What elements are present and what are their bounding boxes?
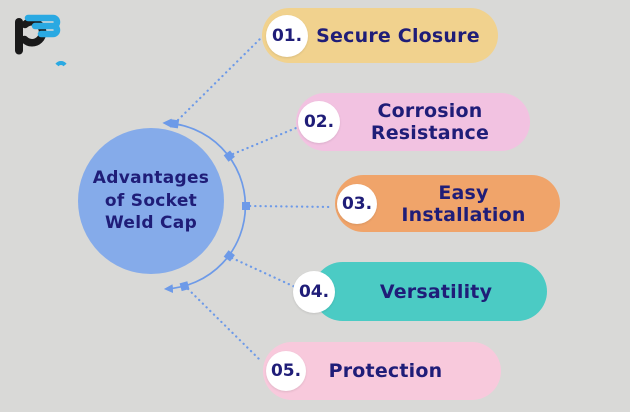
advantage-label-3: Easy Installation [401, 181, 526, 226]
advantage-number-3: 03. [341, 193, 373, 214]
dotted-connector-3 [248, 204, 335, 209]
dotted-connector-1 [176, 35, 264, 122]
advantage-number-4: 04. [298, 281, 330, 302]
advantage-label-2: Corrosion Resistance [370, 100, 490, 144]
advantage-number-badge-5: 05. [266, 351, 306, 391]
advantage-pill-3: 03. Easy Installation [335, 175, 560, 232]
brand-logo [4, 4, 68, 72]
central-topic-title: Advantages of Socket Weld Cap [92, 167, 210, 234]
advantage-pill-1: 01. Secure Closure [262, 8, 498, 63]
advantage-number-badge-2: 02. [298, 101, 340, 143]
logo-letter-m [24, 14, 61, 38]
dotted-connector-2 [231, 126, 298, 156]
advantage-label-5: Protection [328, 360, 443, 382]
arc-node-5 [179, 281, 190, 292]
advantage-label-1: Secure Closure [316, 24, 480, 47]
advantage-number-badge-3: 03. [337, 183, 377, 224]
advantage-number-5: 05. [270, 361, 302, 381]
dotted-connector-4 [230, 256, 297, 289]
dotted-connectors [176, 35, 335, 361]
central-topic-circle: Advantages of Socket Weld Cap [78, 128, 224, 274]
advantage-number-1: 01. [271, 25, 303, 46]
advantage-pill-4: 04. Versatility [293, 262, 547, 321]
advantage-number-badge-1: 01. [266, 14, 308, 57]
arc-node-1 [169, 119, 180, 129]
advantage-number-badge-4: 04. [293, 270, 335, 313]
arc-node-2 [223, 150, 235, 162]
arc-node-3 [242, 202, 250, 210]
advantage-number-2: 02. [303, 112, 335, 132]
advantage-pill-2: 02. Corrosion Resistance [296, 93, 530, 151]
logo-accent-mark [55, 61, 67, 67]
advantage-label-4: Versatility [379, 280, 493, 303]
advantage-pill-5: 05. Protection [263, 342, 501, 400]
brand-logo-graphic [15, 14, 67, 67]
dotted-connector-5 [186, 287, 261, 361]
